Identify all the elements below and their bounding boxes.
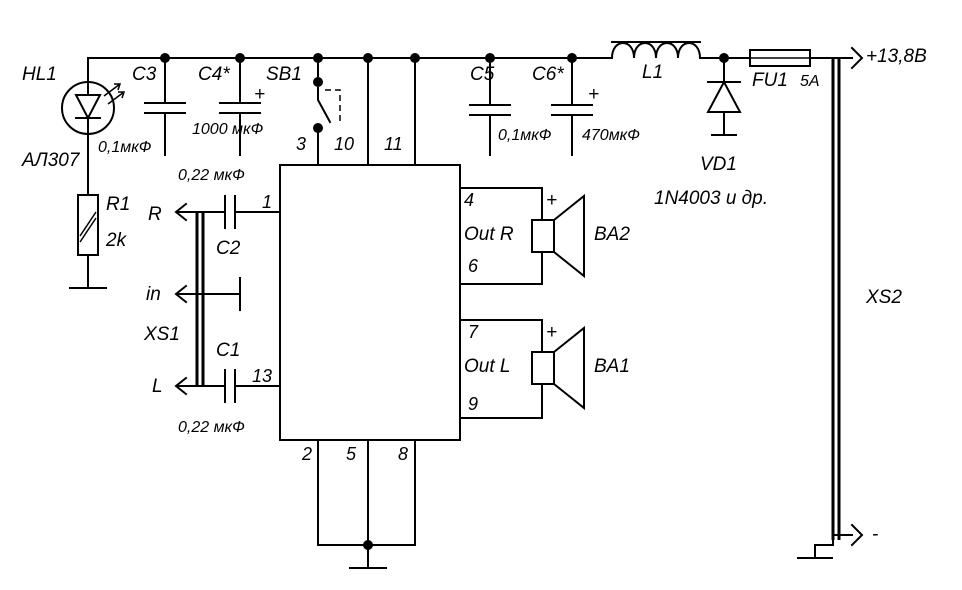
- rail-junction-dots: [160, 53, 729, 63]
- label-xs2: XS2: [865, 287, 902, 308]
- pin-label-2: 2: [301, 444, 312, 464]
- speaker-ba2: [531, 193, 585, 279]
- label-c3: C3: [132, 64, 157, 85]
- input-in-line: [174, 277, 241, 311]
- label-fu1: FU1: [752, 70, 788, 91]
- label-c6-plus: +: [588, 84, 599, 105]
- output-l-wires: [459, 319, 543, 419]
- label-c1: C1: [216, 340, 240, 361]
- label-r1: R1: [106, 194, 130, 215]
- pin-label-10: 10: [334, 134, 354, 154]
- label-vd1: VD1: [700, 154, 737, 175]
- label-supply: +13,8В: [866, 46, 927, 67]
- capacitor-c4: [219, 57, 261, 156]
- label-c1-value: 0,22 мкФ: [178, 419, 245, 436]
- pin-label-7: 7: [468, 322, 479, 342]
- label-ba2-plus: +: [546, 190, 557, 211]
- capacitor-c2: [224, 195, 281, 229]
- led-hl1: [61, 57, 126, 135]
- pin-label-3: 3: [296, 134, 306, 154]
- label-fu1-value: 5А: [800, 73, 820, 90]
- pin-label-4: 4: [464, 190, 474, 210]
- label-input-in: in: [146, 284, 161, 305]
- label-hl1: HL1: [22, 64, 57, 85]
- pin-label-1: 1: [262, 192, 272, 212]
- label-minus: -: [872, 524, 878, 545]
- fuse-fu1: [749, 49, 811, 67]
- pin-label-9: 9: [468, 394, 478, 414]
- ic-body: [279, 164, 461, 441]
- switch-sb1: [313, 57, 341, 166]
- label-out-r: Out R: [464, 224, 514, 245]
- label-input-l: L: [152, 376, 163, 397]
- label-sb1: SB1: [266, 64, 302, 85]
- output-r-wires: [459, 187, 543, 285]
- capacitor-c6: [551, 57, 593, 156]
- label-vd1-type: 1N4003 и др.: [654, 188, 768, 209]
- label-ba1: BA1: [594, 356, 630, 377]
- inductor-l1: [610, 41, 702, 60]
- pin-label-6: 6: [468, 256, 479, 276]
- label-input-r: R: [148, 204, 162, 225]
- capacitor-c5: [469, 57, 511, 156]
- label-c2: C2: [216, 238, 241, 259]
- label-c4-value: 1000 мкФ: [192, 121, 264, 138]
- capacitor-c3: [144, 57, 186, 156]
- pin-label-8: 8: [398, 444, 408, 464]
- label-ba1-plus: +: [546, 322, 557, 343]
- label-c6: C6*: [532, 64, 564, 85]
- connector-xs1: [195, 212, 205, 386]
- label-c5: C5: [470, 64, 495, 85]
- capacitor-c1: [224, 369, 281, 403]
- label-xs1: XS1: [143, 324, 180, 345]
- resistor-r1: [69, 194, 107, 289]
- label-c4-plus: +: [254, 84, 265, 105]
- pin-label-13: 13: [252, 366, 272, 386]
- label-c3-value: 0,1мкФ: [98, 139, 152, 156]
- label-out-l: Out L: [464, 356, 510, 377]
- pin-label-11: 11: [384, 134, 403, 154]
- pin-label-5: 5: [346, 444, 357, 464]
- diode-vd1: [706, 57, 742, 136]
- label-c2-value: 0,22 мкФ: [178, 167, 245, 184]
- connector-xs2: [797, 46, 864, 559]
- input-r-line: [174, 202, 226, 222]
- label-l1: L1: [642, 62, 663, 83]
- speaker-ba1: [531, 325, 585, 411]
- label-ba2: BA2: [594, 224, 630, 245]
- input-l-line: [174, 376, 226, 396]
- label-r1-value: 2k: [105, 230, 128, 251]
- label-hl1-type: АЛ307: [21, 150, 81, 171]
- label-c5-value: 0,1мкФ: [498, 127, 552, 144]
- label-c6-value: 470мкФ: [582, 127, 640, 144]
- label-c4: C4*: [198, 64, 230, 85]
- ground-bus: [317, 439, 416, 569]
